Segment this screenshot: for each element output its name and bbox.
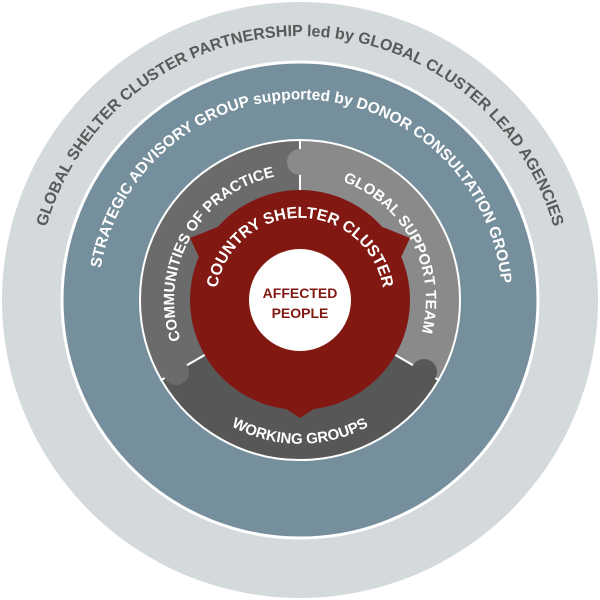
center-label-line1: AFFECTED <box>263 285 338 301</box>
center-label-line2: PEOPLE <box>272 305 329 321</box>
puzzle-knob-top <box>287 149 313 175</box>
puzzle-knob-right <box>411 359 437 385</box>
puzzle-knob-left <box>163 359 189 385</box>
center-circle <box>249 249 351 351</box>
